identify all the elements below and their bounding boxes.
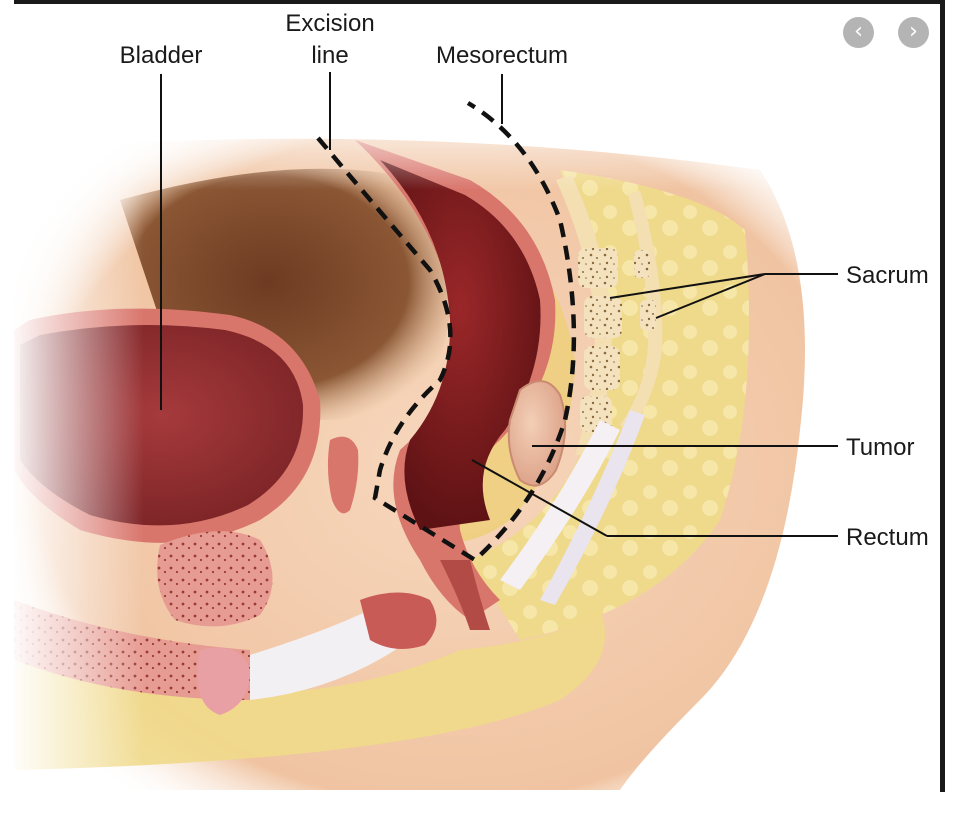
right-border (940, 0, 945, 792)
chevron-left-icon: ‹ (854, 19, 863, 44)
next-button[interactable]: › (898, 17, 929, 48)
chevron-right-icon: › (909, 19, 918, 44)
prostate (157, 436, 359, 627)
top-fade (14, 100, 814, 190)
excision-label-line2: line (311, 42, 348, 69)
previous-button[interactable]: ‹ (843, 17, 874, 48)
sacrum-bones (556, 175, 663, 455)
pelvic-cavity (120, 168, 452, 420)
top-border (14, 0, 944, 4)
sacrum-label: Sacrum (846, 262, 929, 289)
rectum (355, 140, 556, 620)
tumor-label: Tumor (846, 434, 914, 461)
anal-canal (440, 560, 490, 630)
levator-ligaments (500, 410, 645, 605)
excision-label-line1: Excision (285, 10, 374, 37)
left-fade (14, 130, 144, 790)
sacrum-leader-a (609, 273, 766, 299)
tumor (507, 380, 567, 487)
rectum-leader-d (471, 459, 608, 537)
excision-line-dashed (316, 101, 577, 563)
pelvic-floor-fat (14, 610, 605, 770)
rectum-label: Rectum (846, 524, 929, 551)
mesorectum-label: Mesorectum (436, 42, 568, 69)
sacrum-leader-b (655, 273, 766, 319)
bladder-label: Bladder (120, 42, 203, 69)
leader-lines (160, 72, 838, 537)
